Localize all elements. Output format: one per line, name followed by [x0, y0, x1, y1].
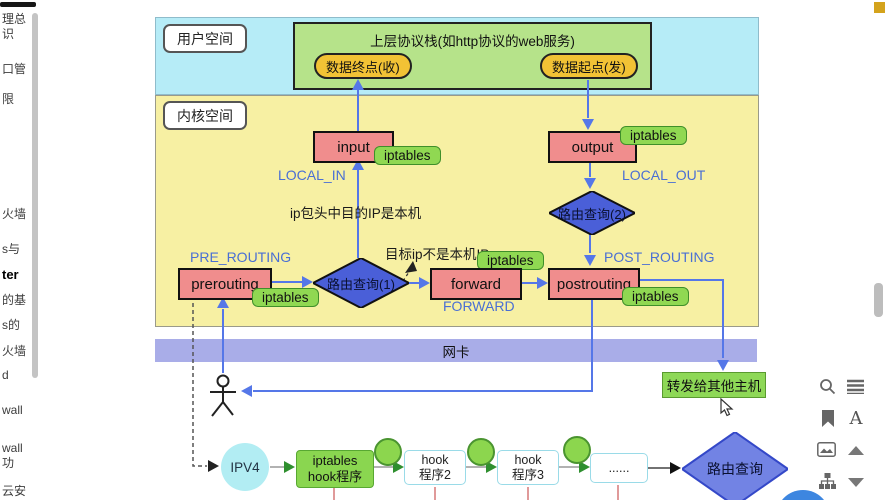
image-icon[interactable] [816, 439, 836, 459]
route-query-bottom-label: 路由查询 [707, 461, 763, 477]
font-size-icon[interactable]: A [849, 407, 863, 429]
chain-local-out: LOCAL_OUT [622, 167, 706, 183]
iptables-tag-prerouting: iptables [252, 288, 319, 307]
hook-point-circle [374, 438, 402, 466]
hook-point-circle [467, 438, 495, 466]
hook2-node: hook 程序2 [404, 450, 466, 485]
chain-forward: FORWARD [443, 298, 515, 314]
sidebar-item[interactable]: 功 [2, 456, 15, 470]
iptables-hook-line2: hook程序 [307, 469, 363, 484]
sidebar-scrollbar[interactable] [32, 13, 38, 378]
bookmark-icon[interactable] [818, 408, 838, 428]
iptables-tag-output: iptables [620, 126, 687, 145]
sidebar-item[interactable]: 识 [2, 27, 15, 41]
sidebar-item[interactable]: 限 [2, 92, 15, 106]
route-query-1-label: 路由查询(1) [327, 276, 395, 292]
sidebar-item[interactable]: d [2, 368, 9, 382]
list-icon[interactable] [845, 376, 865, 396]
sidebar-item[interactable]: 火墙 [2, 344, 27, 358]
page-scrollbar[interactable] [874, 283, 883, 317]
mouse-cursor [720, 398, 734, 417]
route-query-bottom-diamond: 路由查询 [680, 430, 790, 500]
node-forward: forward [430, 268, 522, 300]
nic-bar: 网卡 [155, 339, 757, 362]
sidebar-top-indicator [0, 2, 36, 7]
iptables-tag-input: iptables [374, 146, 441, 165]
node-postrouting: postrouting [548, 268, 640, 300]
sidebar-item[interactable]: 的基 [2, 293, 27, 307]
collapse-up-icon[interactable] [846, 440, 866, 460]
route-query-1-diamond: 路由查询(1) [310, 256, 412, 310]
user-space-label: 用户空间 [163, 24, 247, 53]
sidebar-item[interactable]: 火墙 [2, 207, 27, 221]
sitemap-icon[interactable] [817, 471, 837, 491]
sidebar-item[interactable]: s与 [2, 242, 21, 256]
sidebar-item[interactable]: 理总 [2, 12, 27, 26]
chain-post-routing: POST_ROUTING [604, 249, 715, 265]
floating-action-button[interactable] [776, 490, 830, 500]
collapse-down-icon[interactable] [846, 472, 866, 492]
sidebar-item[interactable]: 云安 [2, 484, 27, 498]
chain-pre-routing: PRE_ROUTING [190, 249, 292, 265]
ipv4-node: IPV4 [221, 443, 269, 491]
note-local-ip: ip包头中目的IP是本机 [290, 206, 422, 221]
data-origin-pill: 数据起点(发) [540, 53, 638, 79]
kernel-space-label: 内核空间 [163, 101, 247, 130]
sidebar-item[interactable]: wall [2, 441, 23, 455]
hook3-line2: 程序3 [512, 467, 544, 482]
iptables-hook-node: iptables hook程序 [296, 450, 374, 488]
sidebar-item[interactable]: 口管 [2, 62, 27, 76]
data-endpoint-pill: 数据终点(收) [314, 53, 412, 79]
hook-dots-node: ...... [590, 453, 648, 483]
sidebar-item-active[interactable]: ter [2, 267, 19, 282]
person-figure [210, 374, 236, 417]
hook-point-circle [563, 436, 591, 464]
hook2-line1: hook [421, 452, 449, 467]
hook-dots-label: ...... [608, 460, 630, 475]
chain-local-in: LOCAL_IN [278, 167, 346, 183]
forward-other-host-box: 转发给其他主机 [662, 372, 766, 398]
protocol-stack-title: 上层协议栈(如http协议的web服务) [370, 34, 575, 49]
sidebar-item[interactable]: wall [2, 403, 23, 417]
note-not-local-ip: 目标ip不是本机IP [385, 247, 490, 262]
sidebar-item[interactable]: s的 [2, 318, 21, 332]
route-query-2-diamond: 路由查询(2) [546, 189, 638, 237]
iptables-hook-line1: iptables [312, 453, 358, 468]
scroll-marker [874, 2, 885, 13]
sidebar: 理总 识 口管 限 火墙 s与 ter 的基 s的 火墙 d wall wall… [0, 0, 40, 500]
hook3-node: hook 程序3 [497, 450, 559, 485]
iptables-tag-postrouting: iptables [622, 287, 689, 306]
hook3-line1: hook [514, 452, 542, 467]
search-icon[interactable] [817, 376, 837, 396]
route-query-2-label: 路由查询(2) [558, 206, 626, 222]
hook2-line2: 程序2 [419, 467, 451, 482]
